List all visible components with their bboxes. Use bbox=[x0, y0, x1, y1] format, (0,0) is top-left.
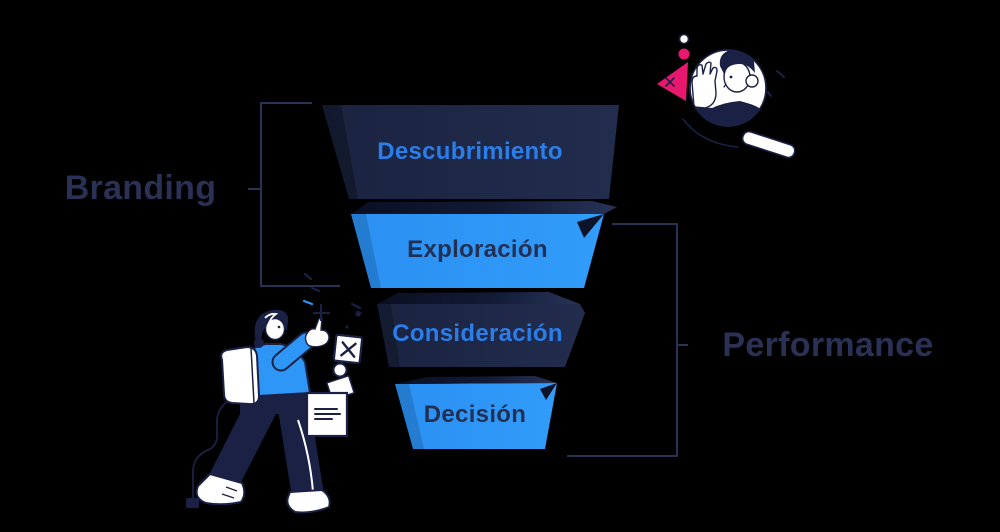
magnifier-lens-rim bbox=[689, 49, 767, 127]
pointing-hand bbox=[304, 317, 330, 348]
hair-highlight bbox=[264, 312, 279, 327]
arm bbox=[273, 333, 314, 370]
back-leg bbox=[208, 402, 278, 488]
performance-bracket bbox=[567, 223, 678, 457]
funnel-stage-descubrimiento bbox=[322, 105, 619, 199]
funnel-stage-label-consideracion: Consideración bbox=[392, 320, 563, 347]
branding-bracket bbox=[260, 102, 340, 287]
magnifier-handle bbox=[741, 130, 796, 159]
right-shoe bbox=[286, 488, 331, 514]
funnel-stage-label-decision: Decisión bbox=[423, 400, 527, 428]
document-card bbox=[305, 391, 349, 438]
pink-triangle bbox=[657, 62, 688, 101]
backpack bbox=[220, 345, 261, 406]
blue-sparkle bbox=[302, 299, 314, 306]
funnel-stage-label-exploracion: Exploración bbox=[407, 236, 548, 263]
funnel-stage-label-descubrimiento: Descubrimiento bbox=[377, 138, 563, 165]
funnel-stage-decision bbox=[395, 376, 557, 449]
performance-group-label: Performance bbox=[722, 325, 934, 364]
funnel-stage-exploracion bbox=[351, 201, 617, 288]
branding-group-label: Branding bbox=[64, 168, 217, 207]
cord-plug bbox=[186, 498, 199, 508]
pant-seam bbox=[297, 419, 314, 493]
circle-token bbox=[332, 362, 348, 378]
motion-arc bbox=[682, 118, 739, 148]
pink-dot bbox=[678, 48, 690, 60]
person-in-magnifier-illustration bbox=[657, 33, 796, 159]
text-lines-icon bbox=[314, 408, 341, 420]
left-shoe bbox=[195, 472, 246, 506]
earphone-cord bbox=[192, 399, 231, 498]
funnel-stage-consideracion bbox=[377, 292, 585, 367]
funnel bbox=[322, 105, 619, 449]
headphone bbox=[254, 338, 264, 348]
sparkle-dashes bbox=[767, 70, 785, 97]
sparkles bbox=[303, 272, 362, 322]
person-pointing-illustration bbox=[186, 272, 364, 514]
x-card bbox=[332, 333, 364, 365]
x-mark-icon bbox=[665, 77, 675, 87]
x-icon bbox=[340, 341, 357, 358]
face bbox=[264, 317, 286, 341]
ring-dot bbox=[678, 33, 690, 45]
